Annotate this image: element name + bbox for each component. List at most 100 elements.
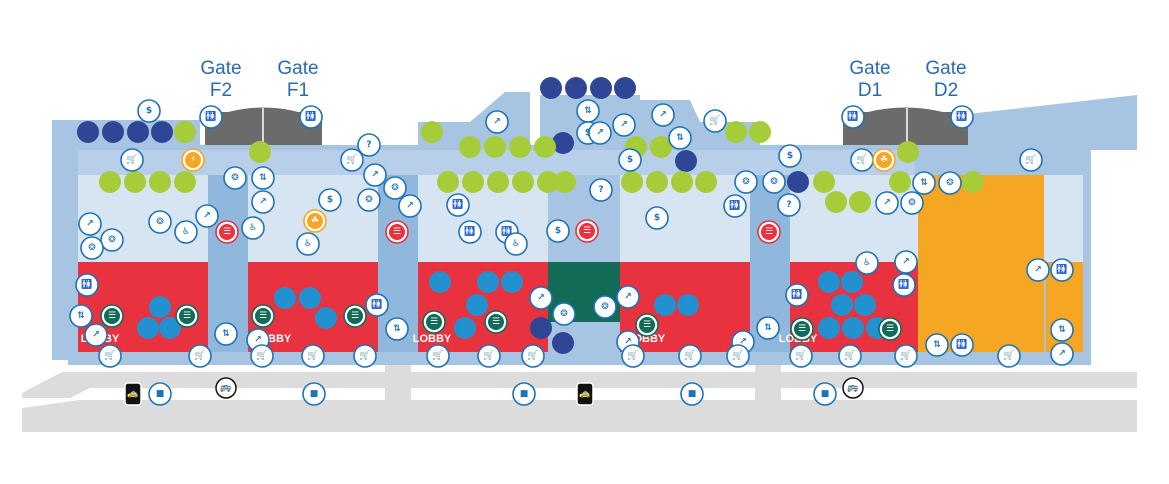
restroom-icon[interactable]: 🚻 <box>365 293 389 317</box>
atm-icon[interactable]: $ <box>645 206 669 230</box>
baggage-cart-icon[interactable]: 🛒 <box>789 344 813 368</box>
bus-icon[interactable]: 🚌 <box>842 377 864 399</box>
baggage-cart-icon[interactable]: 🛒 <box>188 344 212 368</box>
escalator-icon[interactable]: ↗ <box>588 121 612 145</box>
stroller-icon[interactable]: ❂ <box>734 170 758 194</box>
info-icon[interactable]: ? <box>357 133 381 157</box>
pet-relief-icon[interactable]: ☘ <box>303 209 327 233</box>
escalator-icon[interactable]: ↗ <box>1026 258 1050 282</box>
restroom-icon[interactable]: 🚻 <box>75 273 99 297</box>
seating-icon[interactable]: ☰ <box>575 219 599 243</box>
bus-icon[interactable]: 🚌 <box>215 377 237 399</box>
escalator-icon[interactable]: ↗ <box>616 285 640 309</box>
seating-icon[interactable]: ☰ <box>100 304 124 328</box>
charging-icon[interactable]: ⚡ <box>181 148 205 172</box>
escalator-icon[interactable]: ↗ <box>1050 342 1074 366</box>
elevator-icon[interactable]: ⇅ <box>385 317 409 341</box>
seating-icon[interactable]: ☰ <box>422 310 446 334</box>
elevator-icon[interactable]: ⇅ <box>1050 318 1074 342</box>
baggage-cart-icon[interactable]: 🛒 <box>703 109 727 133</box>
accessibility-icon[interactable]: ♿ <box>504 232 528 256</box>
rideshare-icon[interactable]: ■ <box>680 382 704 406</box>
escalator-icon[interactable]: ↗ <box>612 113 636 137</box>
stroller-icon[interactable]: ❂ <box>357 188 381 212</box>
elevator-icon[interactable]: ⇅ <box>912 171 936 195</box>
baggage-cart-icon[interactable]: 🛒 <box>894 344 918 368</box>
stroller-icon[interactable]: ❂ <box>148 210 172 234</box>
escalator-icon[interactable]: ↗ <box>195 204 219 228</box>
restroom-icon[interactable]: 🚻 <box>1050 258 1074 282</box>
atm-icon[interactable]: $ <box>618 148 642 172</box>
seating-icon[interactable]: ☰ <box>790 317 814 341</box>
seating-icon[interactable]: ☰ <box>385 220 409 244</box>
elevator-icon[interactable]: ⇅ <box>668 126 692 150</box>
escalator-icon[interactable]: ↗ <box>363 163 387 187</box>
restroom-icon[interactable]: 🚻 <box>950 105 974 129</box>
stroller-icon[interactable]: ❂ <box>223 166 247 190</box>
escalator-icon[interactable]: ↗ <box>78 212 102 236</box>
baggage-cart-icon[interactable]: 🛒 <box>678 344 702 368</box>
stroller-icon[interactable]: ❂ <box>552 302 576 326</box>
baggage-cart-icon[interactable]: 🛒 <box>850 148 874 172</box>
baggage-cart-icon[interactable]: 🛒 <box>477 344 501 368</box>
escalator-icon[interactable]: ↗ <box>651 103 675 127</box>
restroom-icon[interactable]: 🚻 <box>458 220 482 244</box>
elevator-icon[interactable]: ⇅ <box>251 166 275 190</box>
restroom-icon[interactable]: 🚻 <box>841 105 865 129</box>
seating-icon[interactable]: ☰ <box>251 304 275 328</box>
escalator-icon[interactable]: ↗ <box>529 286 553 310</box>
seating-icon[interactable]: ☰ <box>484 310 508 334</box>
restroom-icon[interactable]: 🚻 <box>723 194 747 218</box>
baggage-cart-icon[interactable]: 🛒 <box>301 344 325 368</box>
accessibility-icon[interactable]: ♿ <box>174 220 198 244</box>
accessibility-icon[interactable]: ♿ <box>241 216 265 240</box>
baggage-cart-icon[interactable]: 🛒 <box>98 344 122 368</box>
seating-icon[interactable]: ☰ <box>215 220 239 244</box>
baggage-cart-icon[interactable]: 🛒 <box>340 148 364 172</box>
stroller-icon[interactable]: ❂ <box>80 236 104 260</box>
seating-icon[interactable]: ☰ <box>878 317 902 341</box>
rideshare-icon[interactable]: ■ <box>512 382 536 406</box>
escalator-icon[interactable]: ↗ <box>485 110 509 134</box>
stroller-icon[interactable]: ❂ <box>762 170 786 194</box>
atm-icon[interactable]: $ <box>137 99 161 123</box>
baggage-cart-icon[interactable]: 🛒 <box>120 148 144 172</box>
baggage-cart-icon[interactable]: 🛒 <box>997 344 1021 368</box>
info-icon[interactable]: ? <box>589 178 613 202</box>
accessibility-icon[interactable]: ♿ <box>296 232 320 256</box>
restroom-icon[interactable]: 🚻 <box>950 333 974 357</box>
atm-icon[interactable]: $ <box>546 219 570 243</box>
stroller-icon[interactable]: ❂ <box>938 171 962 195</box>
elevator-icon[interactable]: ⇅ <box>69 304 93 328</box>
taxi-icon[interactable]: 🚕 <box>576 382 594 406</box>
seating-icon[interactable]: ☰ <box>343 304 367 328</box>
baggage-cart-icon[interactable]: 🛒 <box>726 344 750 368</box>
stroller-icon[interactable]: ❂ <box>100 228 124 252</box>
atm-icon[interactable]: $ <box>778 144 802 168</box>
baggage-cart-icon[interactable]: 🛒 <box>838 344 862 368</box>
rideshare-icon[interactable]: ■ <box>813 382 837 406</box>
rideshare-icon[interactable]: ■ <box>148 382 172 406</box>
elevator-icon[interactable]: ⇅ <box>576 99 600 123</box>
restroom-icon[interactable]: 🚻 <box>199 105 223 129</box>
pet-relief-icon[interactable]: ☘ <box>872 148 896 172</box>
taxi-icon[interactable]: 🚕 <box>124 382 142 406</box>
baggage-cart-icon[interactable]: 🛒 <box>250 344 274 368</box>
baggage-cart-icon[interactable]: 🛒 <box>521 344 545 368</box>
escalator-icon[interactable]: ↗ <box>398 194 422 218</box>
seating-icon[interactable]: ☰ <box>175 304 199 328</box>
accessibility-icon[interactable]: ♿ <box>855 251 879 275</box>
seating-icon[interactable]: ☰ <box>757 220 781 244</box>
stroller-icon[interactable]: ❂ <box>383 176 407 200</box>
rideshare-icon[interactable]: ■ <box>302 382 326 406</box>
stroller-icon[interactable]: ❂ <box>900 191 924 215</box>
elevator-icon[interactable]: ⇅ <box>925 333 949 357</box>
baggage-cart-icon[interactable]: 🛒 <box>353 344 377 368</box>
escalator-icon[interactable]: ↗ <box>251 190 275 214</box>
baggage-cart-icon[interactable]: 🛒 <box>426 344 450 368</box>
stroller-icon[interactable]: ❂ <box>593 295 617 319</box>
escalator-icon[interactable]: ↗ <box>875 191 899 215</box>
info-icon[interactable]: ? <box>777 193 801 217</box>
restroom-icon[interactable]: 🚻 <box>446 193 470 217</box>
restroom-icon[interactable]: 🚻 <box>892 273 916 297</box>
